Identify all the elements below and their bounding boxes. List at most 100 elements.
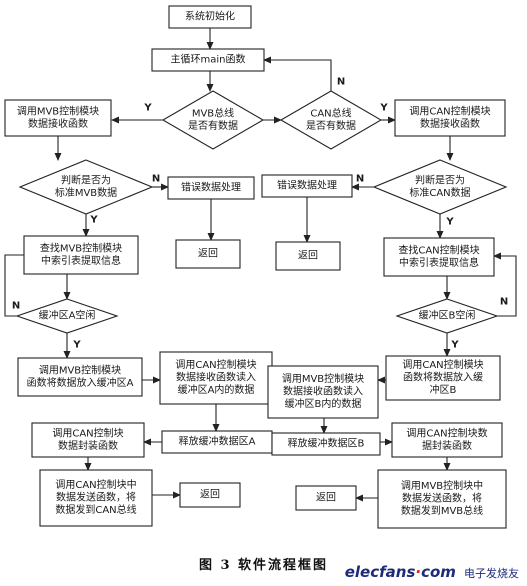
node-text: 调用MVB控制模块 (39, 363, 121, 376)
decision-diamond (395, 298, 499, 334)
process-box (383, 237, 495, 277)
node-text: 数据发到CAN总线 (55, 503, 136, 516)
node-text: 错误数据处理 (181, 181, 241, 194)
node-text: 是否有数据 (306, 119, 356, 132)
node-return-left-bottom: 返回 (179, 482, 241, 508)
node-return-left: 返回 (175, 239, 241, 269)
process-box (261, 174, 353, 198)
node-text: 缓冲区A内的数据 (178, 383, 255, 396)
process-box (168, 5, 252, 29)
process-box (394, 99, 506, 137)
node-text: 是否有数据 (188, 119, 238, 132)
connector-17 (493, 252, 517, 317)
node-return-right: 返回 (275, 241, 341, 271)
node-text: 数据发送函数，将 (56, 491, 136, 504)
decision-diamond (161, 90, 265, 150)
process-box (377, 469, 507, 529)
figure-number: 图 3 (198, 558, 232, 573)
label-no: N (152, 174, 160, 185)
node-text: 返回 (200, 489, 220, 501)
label-yes: Y (450, 340, 459, 351)
node-text: 释放缓冲数据区B (288, 437, 365, 450)
node-text: 调用CAN控制模块 (409, 104, 490, 117)
node-text: 调用CAN控制块 (52, 426, 123, 439)
process-box (17, 357, 143, 397)
node-text: 返回 (298, 250, 318, 262)
node-text: 中索引表提取信息 (399, 256, 479, 269)
node-text: 缓冲区A空闲 (39, 309, 96, 322)
node-text: 释放缓冲数据区A (179, 435, 256, 448)
decision-diamond (15, 298, 119, 334)
label-yes: Y (379, 103, 388, 114)
node-text: 标准MVB数据 (55, 186, 117, 199)
node-text: 返回 (316, 492, 336, 504)
node-text: 缓冲区B空闲 (419, 309, 476, 322)
watermark-logo: elecfans·com (344, 563, 456, 581)
connector-16 (4, 254, 24, 317)
connector-lines (4, 28, 517, 502)
node-text: 错误数据处理 (277, 179, 337, 192)
node-text: 调用CAN控制模块 (402, 358, 483, 371)
process-box (167, 176, 255, 200)
node-release-b: 释放缓冲数据区B (271, 432, 381, 456)
node-text: 函数将数据放入缓 (403, 371, 483, 384)
node-text: 缓冲区B内的数据 (285, 397, 362, 410)
figure-caption: 图 3 软件流程框图 (0, 554, 527, 573)
process-box (275, 241, 341, 271)
node-start: 系统初始化 (168, 5, 252, 29)
node-text: 冲区B (430, 383, 457, 396)
node-text: 数据发送函数，将 (402, 492, 482, 505)
label-yes: Y (445, 217, 454, 228)
node-text: 中索引表提取信息 (41, 254, 121, 267)
label-no: N (337, 77, 345, 88)
label-no: N (500, 297, 508, 308)
node-text: 函数将数据放入缓冲区A (27, 376, 134, 389)
node-buffer-b-check: 缓冲区B空闲 (395, 298, 499, 334)
process-box (39, 469, 153, 527)
node-text: 主循环main函数 (171, 53, 246, 66)
node-text: CAN总线 (310, 106, 351, 119)
process-box (271, 432, 381, 456)
node-error-right: 错误数据处理 (261, 174, 353, 198)
node-text: 标准CAN数据 (409, 186, 470, 199)
watermark-text: 电子发烧友 (464, 567, 519, 580)
node-text: 调用MVB控制模块 (17, 104, 99, 117)
node-text: MVB总线 (192, 106, 234, 119)
node-return-right-bottom: 返回 (295, 485, 357, 511)
label-yes: Y (72, 340, 81, 351)
process-box (391, 422, 503, 458)
decision-diamond (372, 159, 508, 215)
node-text: 返回 (198, 248, 218, 260)
node-text: 调用CAN控制模块 (175, 358, 256, 371)
label-yes: Y (143, 103, 152, 114)
label-no: N (12, 301, 20, 312)
node-text: 数据接收函数读入 (283, 385, 363, 398)
process-box (179, 482, 241, 508)
node-buffer-a-check: 缓冲区A空闲 (15, 298, 119, 334)
node-text: 数据接收函数 (420, 117, 480, 130)
node-main-loop: 主循环main函数 (151, 48, 265, 72)
process-box (31, 422, 145, 458)
process-box (385, 355, 501, 401)
node-release-a: 释放缓冲数据区A (161, 430, 273, 454)
decision-diamond (279, 90, 383, 150)
process-box (4, 99, 112, 137)
node-text: 数据发到MVB总线 (401, 504, 483, 517)
label-yes: Y (89, 215, 98, 226)
process-box (295, 485, 357, 511)
figure-title: 软件流程框图 (238, 558, 329, 573)
